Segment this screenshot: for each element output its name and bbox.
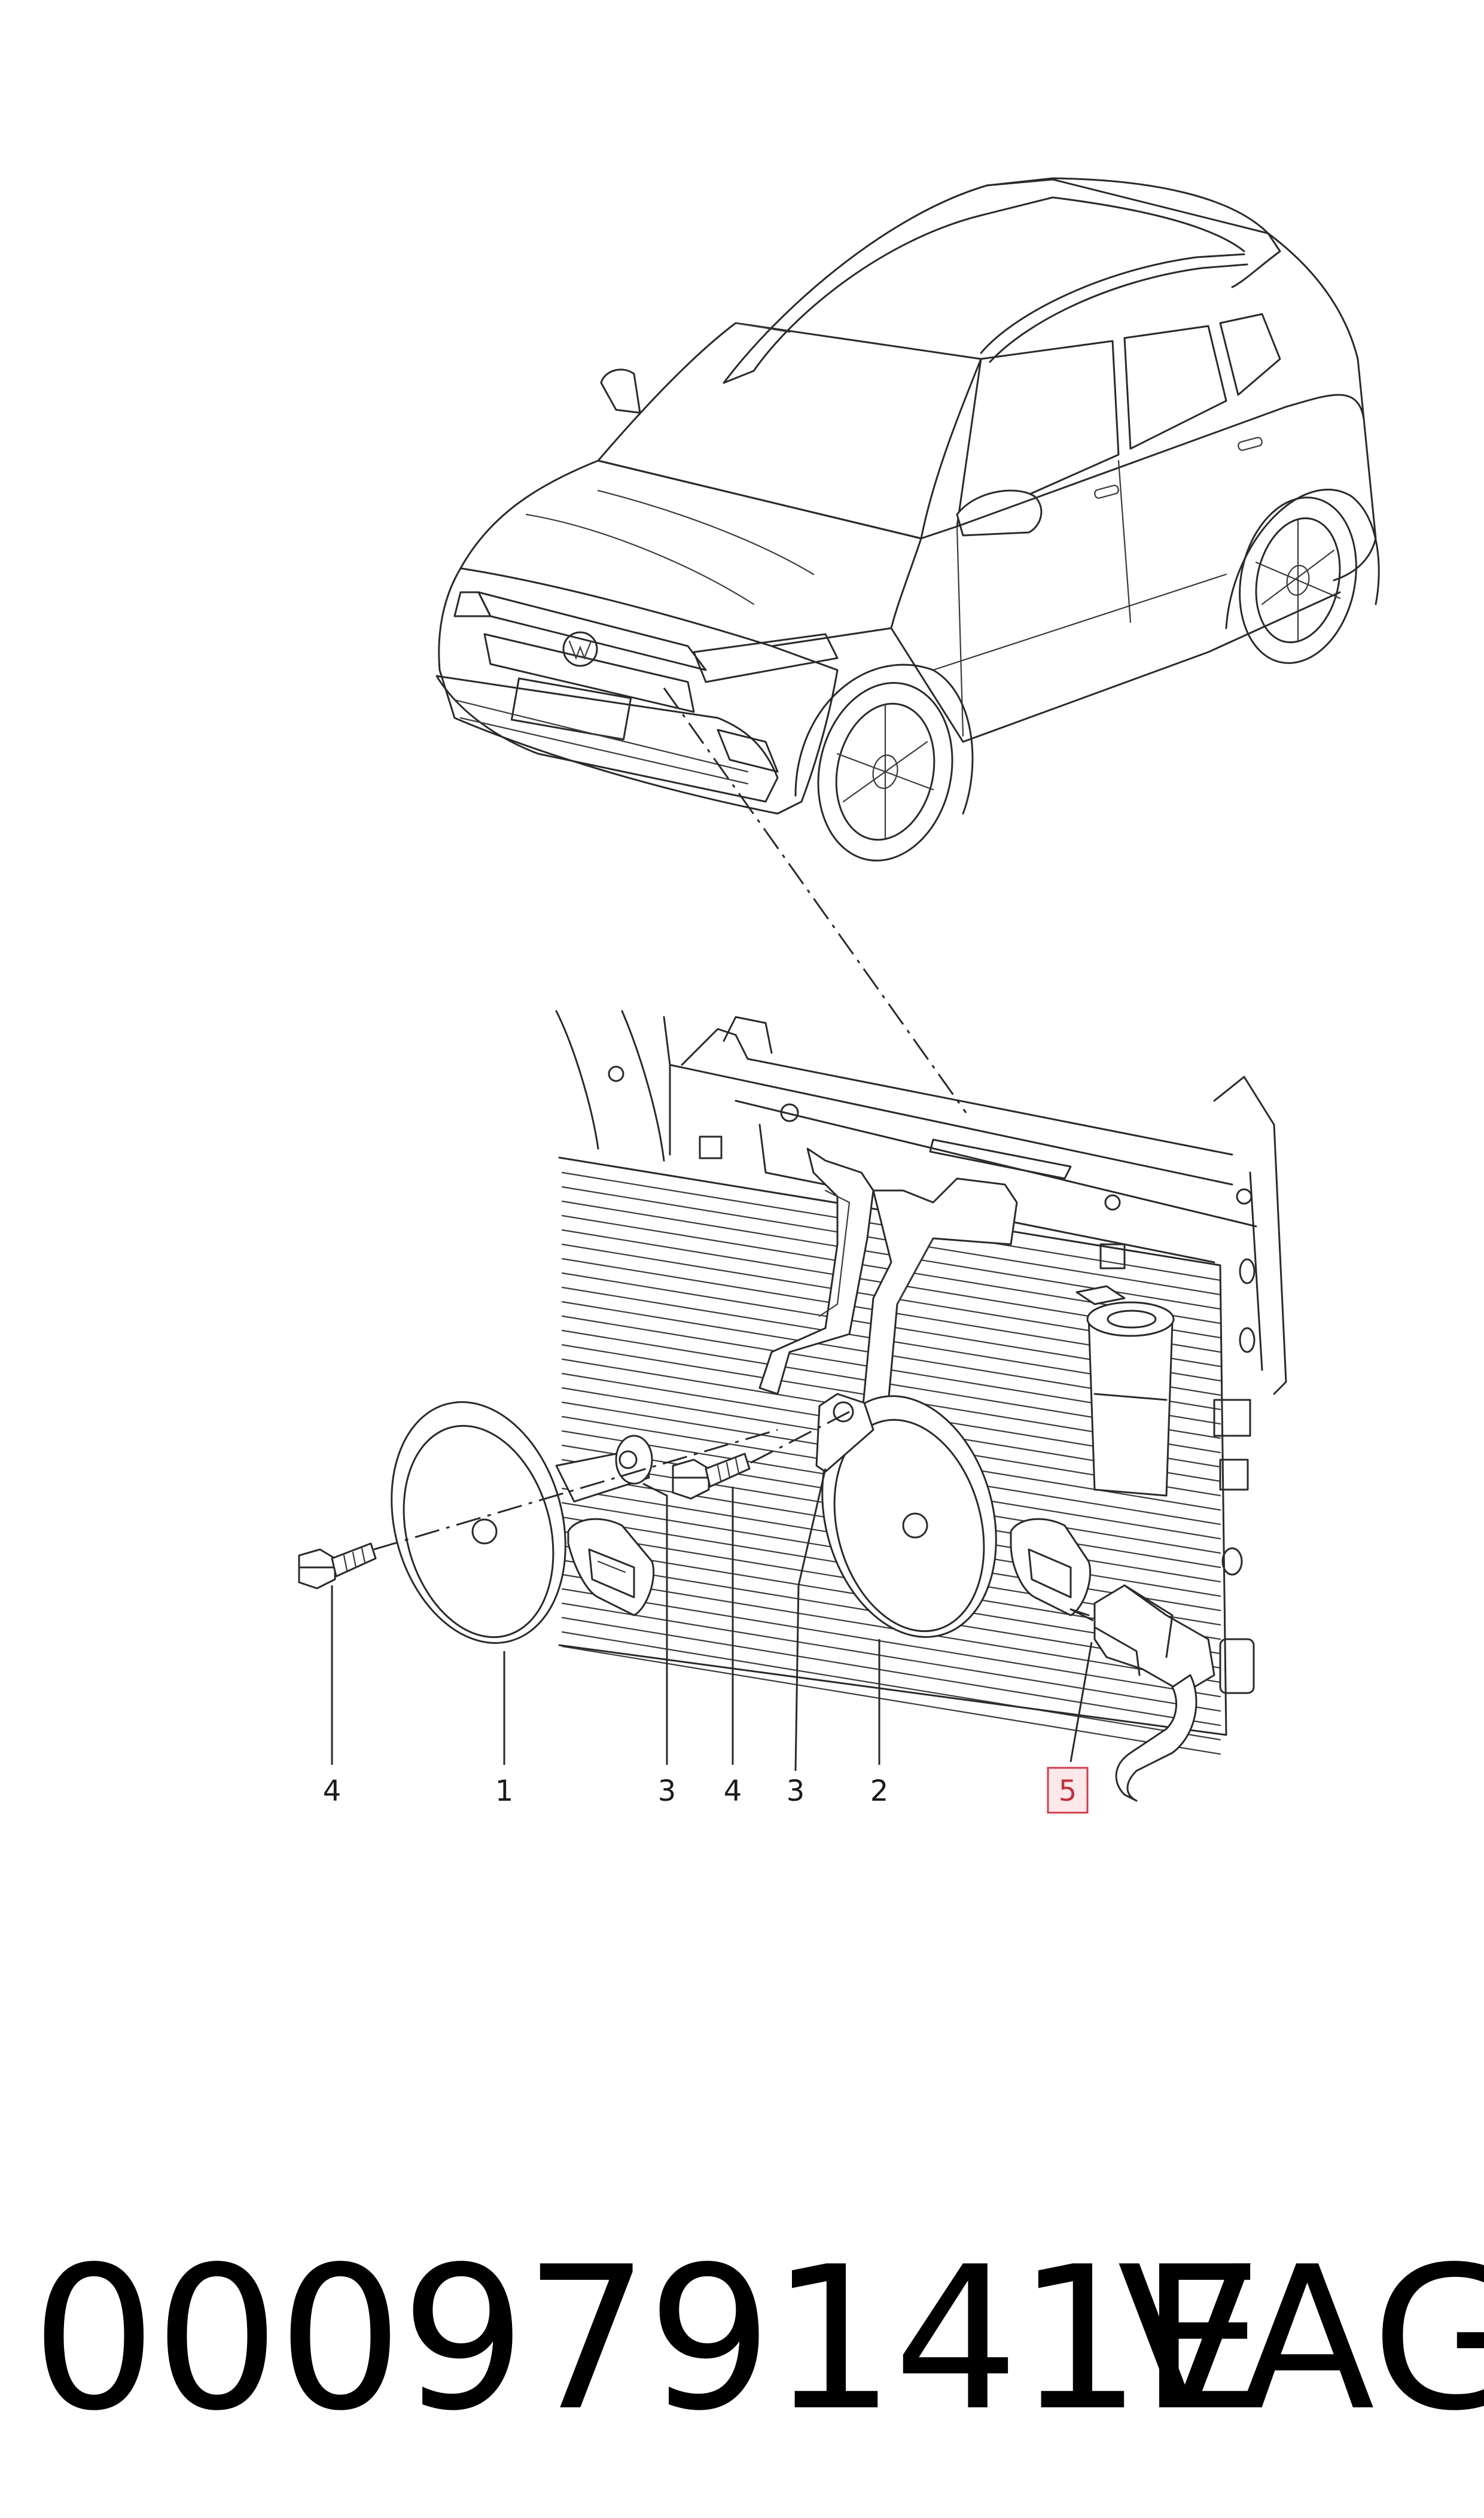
radiator-fin — [561, 1588, 1221, 1698]
label-2[interactable]: 2 — [870, 1774, 889, 1808]
alignment-line-center — [750, 1411, 850, 1464]
radiator-fin — [561, 1631, 1221, 1741]
bolt-center[interactable] — [672, 1453, 751, 1500]
radiator-fin — [561, 1616, 1221, 1727]
bolt-left[interactable] — [298, 1542, 377, 1590]
location-leader-line — [663, 687, 967, 1113]
horn-left[interactable] — [366, 1383, 655, 1663]
label-4-left[interactable]: 4 — [323, 1774, 342, 1808]
leader-lines — [331, 1468, 1093, 1771]
part-number: 000979141E — [31, 2224, 1264, 2454]
parts-diagram: 4 1 3 4 3 2 5 — [298, 177, 1380, 1814]
radiator-fin — [561, 1602, 1221, 1712]
wiring-connector[interactable] — [1069, 1584, 1215, 1802]
alignment-line-left — [373, 1429, 778, 1551]
label-5-highlight-box — [1047, 1767, 1089, 1814]
alignment-line-connector — [1070, 1608, 1095, 1622]
label-3-right[interactable]: 3 — [787, 1774, 805, 1808]
label-3-left[interactable]: 3 — [658, 1774, 677, 1808]
label-1[interactable]: 1 — [495, 1774, 514, 1808]
radiator-fin — [561, 1645, 1221, 1755]
label-5[interactable]: 5 — [1059, 1774, 1077, 1808]
brand-name: VAG — [1117, 2224, 1484, 2454]
horn-right[interactable] — [797, 1377, 1092, 1657]
label-4-center[interactable]: 4 — [724, 1774, 742, 1808]
vehicle-illustration — [435, 177, 1380, 861]
